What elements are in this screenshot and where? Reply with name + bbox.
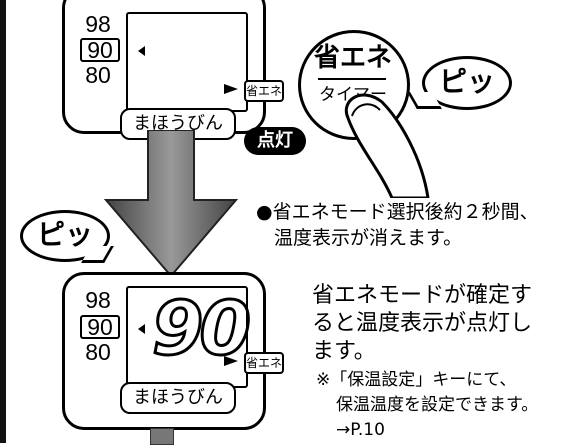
caption-1-line1: ●省エネモード選択後約２秒間、 — [256, 201, 539, 223]
caption-1-line2: 温度表示が消えます。 — [274, 227, 463, 249]
temperature-readout: 90 — [151, 286, 253, 372]
bottom-selection-pointer-icon — [138, 324, 145, 334]
note-line2: 保温温度を設定できます。 — [336, 395, 539, 415]
caption-2-line3: ます。 — [312, 339, 376, 364]
page-reference-link[interactable]: →P.10 — [336, 420, 385, 440]
bottom-eco-indicator-label: 省エネ — [244, 352, 284, 374]
eco-indicator-arrow-icon — [224, 84, 238, 94]
top-lcd-display — [126, 12, 248, 112]
temp-98-label: 98 — [85, 11, 111, 37]
bottom-keep-warm-key[interactable]: まほうびん — [120, 382, 236, 414]
down-arrow-icon — [103, 130, 239, 278]
beep-bubble-left: ピッ — [20, 210, 110, 262]
next-arrow-stem — [150, 428, 174, 445]
bottom-temp-98: 98 — [85, 287, 111, 313]
bottom-lcd-display — [126, 286, 248, 388]
note-line1: ※「保温設定」キーにて、 — [316, 370, 517, 390]
lit-badge: 点灯 — [244, 127, 306, 155]
temp-80-label: 80 — [85, 62, 111, 88]
temp-90-selected: 90 — [80, 38, 120, 62]
finger-press-icon — [344, 93, 430, 198]
eco-indicator-label: 省エネ — [244, 80, 284, 102]
eco-timer-divider — [318, 78, 386, 80]
caption-2-line2: ると温度表示が点灯し — [312, 311, 533, 336]
bottom-temp-90-selected: 90 — [80, 315, 120, 339]
eco-timer-line1: 省エネ — [313, 43, 392, 73]
caption-2-line1: 省エネモードが確定す — [312, 283, 533, 308]
left-margin-rule — [0, 0, 6, 443]
keep-warm-key[interactable]: まほうびん — [120, 108, 236, 140]
bottom-eco-indicator-arrow-icon — [224, 356, 238, 366]
selection-pointer-icon — [138, 46, 145, 56]
bottom-temp-80: 80 — [85, 339, 111, 365]
